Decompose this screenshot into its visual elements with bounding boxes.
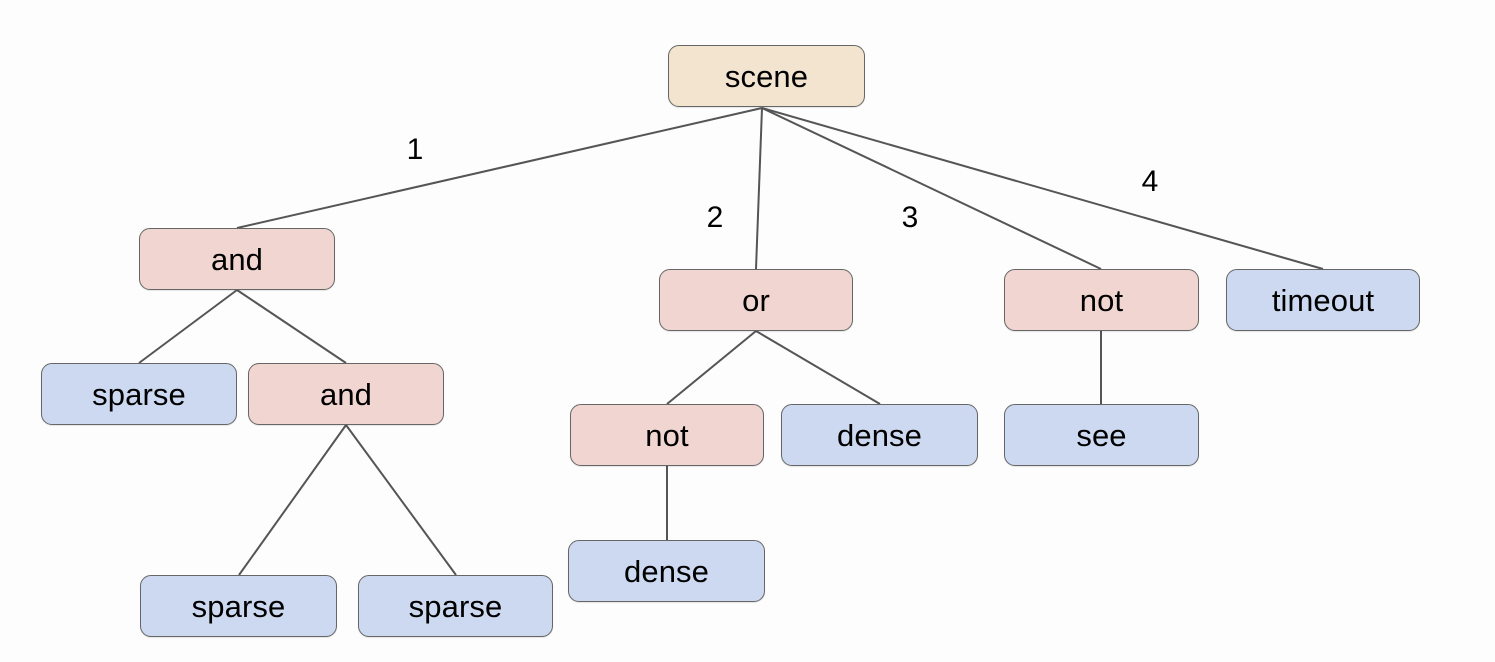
tree-node-label: not — [1079, 282, 1124, 318]
edge-label-1: 1 — [406, 133, 424, 166]
tree-node-label: timeout — [1271, 282, 1375, 318]
tree-node-and2[interactable]: and — [248, 363, 444, 425]
tree-node-label: and — [210, 241, 264, 277]
tree-edge — [755, 107, 763, 270]
edge-label-3: 3 — [901, 201, 919, 234]
tree-node-dense1[interactable]: dense — [781, 404, 978, 466]
tree-edge — [138, 289, 238, 364]
tree-node-sparse3[interactable]: sparse — [358, 575, 553, 637]
tree-node-label: see — [1076, 417, 1127, 453]
tree-edge — [666, 330, 757, 405]
tree-node-and1[interactable]: and — [139, 228, 335, 290]
tree-node-label: not — [645, 417, 689, 453]
tree-node-label: sparse — [191, 588, 286, 624]
tree-node-label: sparse — [92, 376, 186, 412]
tree-node-dense2[interactable]: dense — [568, 540, 765, 602]
tree-edge — [236, 289, 347, 364]
edge-label-4: 4 — [1141, 165, 1159, 198]
tree-node-sparse2[interactable]: sparse — [140, 575, 337, 637]
tree-node-not2[interactable]: not — [570, 404, 764, 466]
tree-edge — [761, 107, 1102, 270]
tree-node-scene[interactable]: scene — [668, 45, 865, 107]
tree-node-sparse1[interactable]: sparse — [41, 363, 237, 425]
tree-edge — [755, 330, 881, 405]
tree-node-label: dense — [624, 553, 709, 589]
tree-node-label: dense — [837, 417, 922, 453]
tree-edge — [761, 107, 1324, 270]
tree-edge — [236, 107, 763, 229]
tree-edge — [238, 424, 347, 576]
tree-node-label: or — [742, 282, 770, 318]
edge-label-2: 2 — [706, 201, 724, 234]
tree-node-timeout1[interactable]: timeout — [1226, 269, 1420, 331]
tree-node-not1[interactable]: not — [1004, 269, 1199, 331]
tree-node-label: scene — [724, 58, 809, 94]
tree-node-or1[interactable]: or — [659, 269, 853, 331]
tree-node-label: sparse — [408, 588, 503, 624]
tree-node-label: and — [319, 376, 373, 412]
tree-node-see1[interactable]: see — [1004, 404, 1199, 466]
tree-edge — [345, 424, 457, 576]
